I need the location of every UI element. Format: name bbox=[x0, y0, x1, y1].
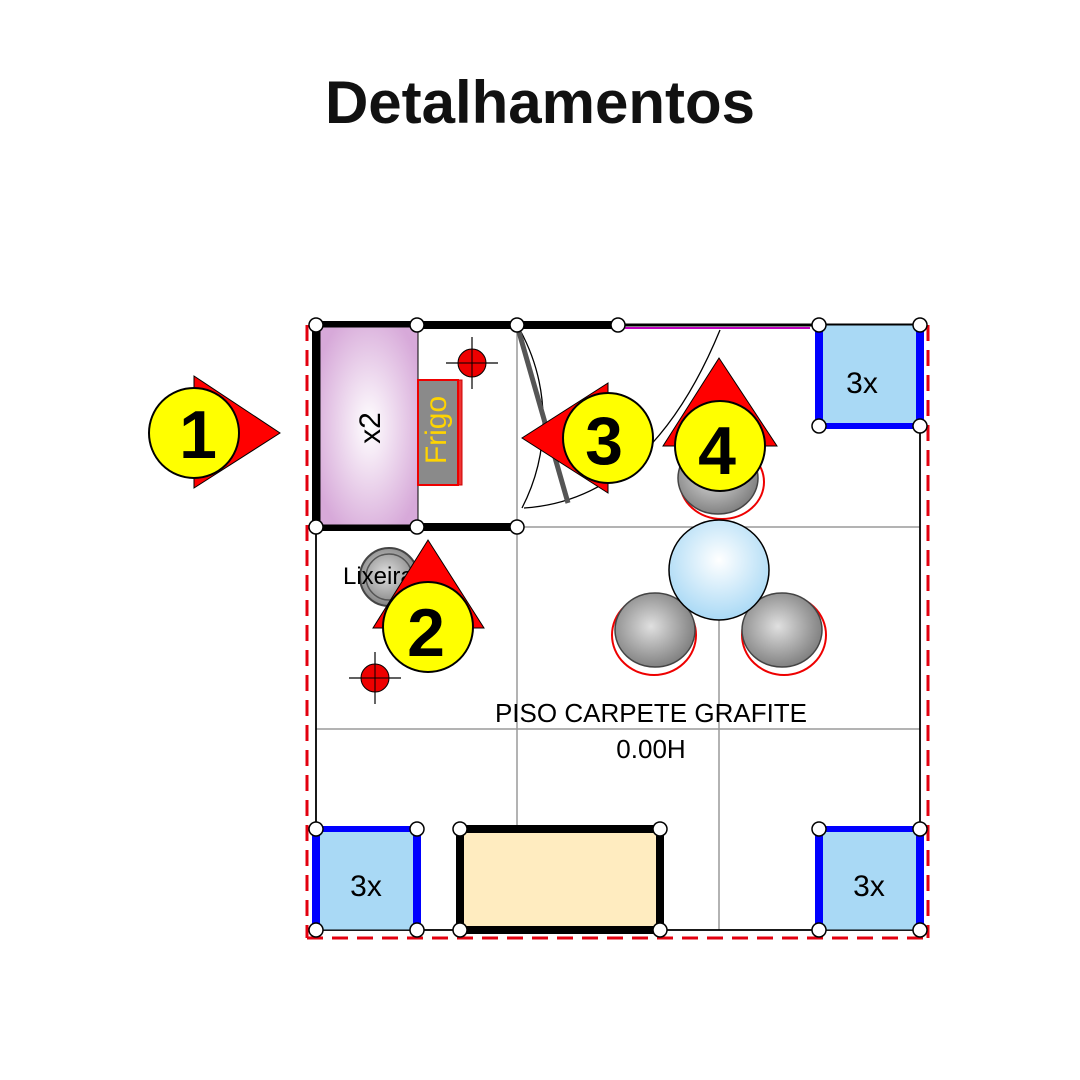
chair bbox=[611, 592, 697, 676]
door-leaf bbox=[514, 324, 571, 504]
view-marker-1-number: 1 bbox=[179, 397, 217, 473]
view-marker-2[interactable]: 2 bbox=[372, 539, 485, 673]
page-title: Detalhamentos bbox=[324, 69, 756, 136]
counter bbox=[319, 326, 419, 526]
target-icon bbox=[349, 652, 401, 704]
shelf-top-right bbox=[815, 324, 924, 429]
door-swing-arc bbox=[519, 329, 544, 509]
fridge bbox=[417, 379, 459, 486]
view-marker-3[interactable]: 3 bbox=[521, 382, 654, 494]
wall-nodes bbox=[308, 317, 928, 938]
view-marker-2-number: 2 bbox=[407, 595, 445, 671]
floor-label: PISO CARPETE GRAFITE bbox=[495, 698, 807, 728]
chair bbox=[741, 592, 827, 676]
counter-label: x2 bbox=[354, 412, 387, 444]
view-marker-3-number: 3 bbox=[585, 403, 623, 479]
view-marker-1[interactable]: 1 bbox=[148, 375, 281, 489]
floor-level: 0.00H bbox=[616, 734, 685, 764]
shelf-bottom-right bbox=[815, 826, 924, 931]
shelf-bottom-left-label: 3x bbox=[350, 870, 382, 903]
view-marker-4[interactable]: 4 bbox=[662, 357, 778, 492]
round-table bbox=[668, 519, 770, 621]
shelf-top-right-label: 3x bbox=[846, 367, 878, 400]
view-marker-4-number: 4 bbox=[698, 413, 736, 489]
shelf-bottom-left bbox=[312, 826, 421, 931]
bench bbox=[456, 825, 664, 934]
shelf-bottom-right-label: 3x bbox=[853, 870, 885, 903]
target-icon bbox=[446, 337, 498, 389]
boundary-line bbox=[305, 325, 930, 940]
fridge-label: Frigo bbox=[420, 396, 453, 464]
